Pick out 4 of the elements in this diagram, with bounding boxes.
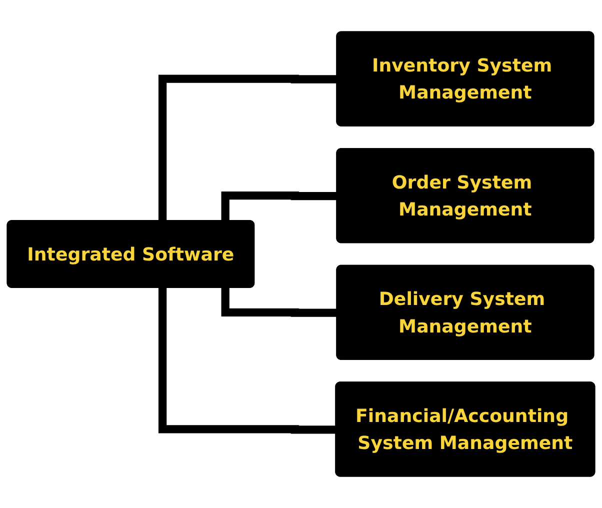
connector: [158, 288, 336, 434]
connector: [158, 74, 338, 221]
connector: [221, 288, 338, 317]
connector: [221, 192, 338, 221]
